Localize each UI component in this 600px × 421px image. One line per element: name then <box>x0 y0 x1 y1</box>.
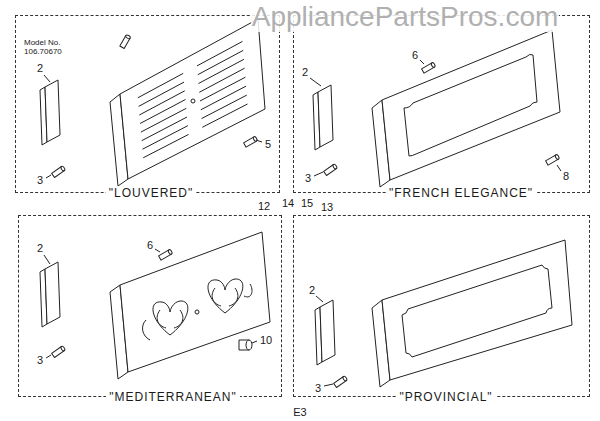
trim-bracket <box>45 80 60 142</box>
callout-number: 6 <box>146 239 154 252</box>
screw <box>342 376 347 382</box>
french-elegance-panel <box>555 154 560 160</box>
trim-bracket <box>45 262 60 324</box>
louvered-panel <box>120 34 131 48</box>
figure-code: E3 <box>292 406 307 419</box>
screw <box>332 164 337 170</box>
screw <box>159 249 173 260</box>
louvered-panel <box>191 99 195 103</box>
callout-number: 14 <box>281 197 295 210</box>
provincial-panel <box>382 240 572 380</box>
screw <box>52 346 66 358</box>
watermark: AppliancePartsPros.com <box>251 2 560 32</box>
leader-line <box>44 255 50 264</box>
style-title: "PROVINCIAL" <box>396 390 495 404</box>
model-number: Model No. 106.70670 <box>23 38 69 56</box>
leader-line <box>155 249 160 252</box>
trim-bracket <box>318 85 333 147</box>
louvered-panel <box>138 41 248 157</box>
leader-line <box>44 75 50 82</box>
leader-line <box>252 341 257 343</box>
callout-number: 2 <box>308 284 316 297</box>
callout-number: 10 <box>259 334 273 347</box>
french-elegance-panel <box>372 30 560 187</box>
trim-bracket <box>315 300 335 365</box>
screw <box>60 346 65 352</box>
leader-line <box>46 355 51 358</box>
louvered-panel <box>244 136 258 147</box>
style-title: "FRENCH ELEGANCE" <box>386 186 536 200</box>
leader-line <box>557 165 561 171</box>
style-title: "MEDITERRANEAN" <box>106 390 240 404</box>
dashed-group-box: "PROVINCIAL" <box>293 215 590 397</box>
callout-number: 3 <box>36 354 44 367</box>
screw <box>60 166 65 172</box>
mediterranean-panel <box>239 340 252 350</box>
screw <box>334 376 348 388</box>
callout-number: 3 <box>36 174 44 187</box>
trim-bracket <box>40 80 60 145</box>
screw <box>324 164 338 176</box>
french-elegance-panel <box>382 30 560 180</box>
trim-bracket <box>320 300 335 362</box>
callout-number: 8 <box>562 170 570 183</box>
mediterranean-panel <box>110 232 270 379</box>
callout-number: 2 <box>36 62 44 75</box>
dashed-group-box: "FRENCH ELEGANCE" <box>293 15 590 193</box>
callout-number: 2 <box>301 66 309 79</box>
leader-line <box>46 175 51 178</box>
leader-line <box>310 78 321 86</box>
callout-number: 12 <box>257 200 271 213</box>
louvered-panel <box>120 19 265 179</box>
french-elegance-panel <box>546 154 560 165</box>
callout-number: 2 <box>36 242 44 255</box>
leader-line <box>44 60 561 386</box>
style-title: "LOUVERED" <box>106 186 197 200</box>
provincial-panel <box>372 240 572 387</box>
screw <box>168 249 173 255</box>
provincial-panel <box>402 265 552 357</box>
callout-number: 3 <box>314 382 322 395</box>
leader-line <box>256 140 262 142</box>
callout-number: 13 <box>320 201 334 214</box>
trim-bracket <box>313 85 333 150</box>
trim-bracket <box>40 262 60 327</box>
screw <box>52 166 66 178</box>
mediterranean-panel <box>195 310 199 314</box>
callout-number: 15 <box>300 197 314 210</box>
callout-number: 3 <box>304 172 312 185</box>
leader-line <box>316 296 323 302</box>
callout-number: 5 <box>264 138 272 151</box>
french-elegance-panel <box>404 54 537 156</box>
callout-number: 6 <box>411 49 419 62</box>
french-elegance-panel <box>431 62 436 68</box>
mediterranean-panel <box>143 279 252 340</box>
mediterranean-panel <box>120 232 270 372</box>
leader-line <box>420 60 424 64</box>
leader-line <box>314 172 323 176</box>
louvered-panel <box>110 19 265 186</box>
louvered-panel <box>125 34 131 39</box>
mediterranean-panel <box>246 340 252 350</box>
leader-line <box>324 384 333 386</box>
louvered-panel <box>253 136 258 142</box>
